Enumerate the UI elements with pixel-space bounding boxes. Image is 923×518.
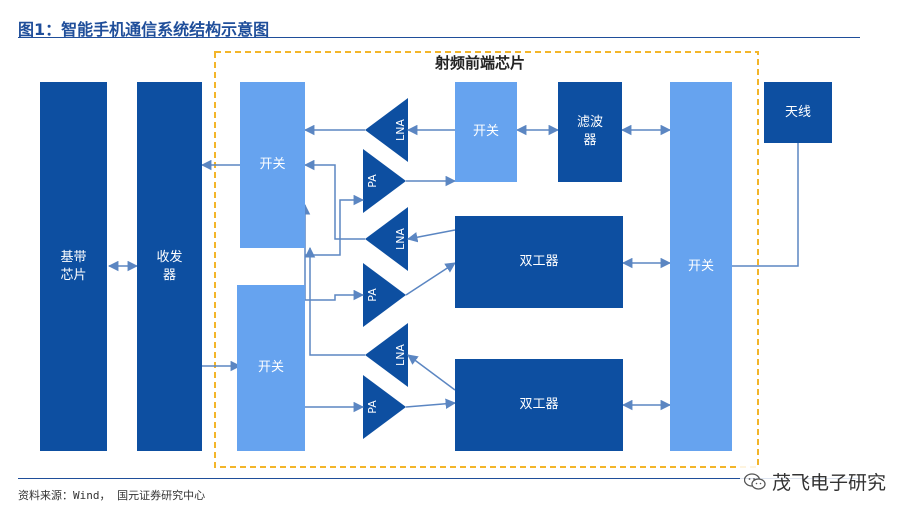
- duplexer-1-label: 双工器: [519, 254, 559, 270]
- duplexer-1: 双工器: [455, 216, 623, 308]
- switch-antenna-label: 开关: [687, 258, 714, 274]
- transceiver: 收发器: [137, 82, 202, 451]
- switch-top-label: 开关: [472, 124, 499, 140]
- link-duplexer2-lna3: [407, 354, 456, 391]
- watermark-text: 茂飞电子研究: [772, 472, 887, 494]
- link-pa3-duplexer2: [405, 398, 457, 410]
- baseband-chip: 基带芯片: [40, 82, 107, 451]
- switch-top: 开关: [455, 82, 517, 182]
- lna-amp-3: [365, 323, 408, 387]
- wechat-icon: [744, 472, 766, 490]
- duplexer-2: 双工器: [455, 359, 623, 451]
- antenna-label: 天线: [784, 104, 811, 120]
- pa-label-1: PA: [366, 174, 379, 188]
- filter-label-line2: 器: [583, 133, 597, 148]
- link-txswitch-pa2: [305, 289, 365, 301]
- link-txswitch-pa1-entry: [305, 194, 365, 256]
- link-lna2-rxswitch: [303, 159, 365, 240]
- transceiver-label-line1: 收发: [156, 249, 183, 265]
- source-note: 资料来源：Wind， 国元证券研究中心: [18, 489, 206, 502]
- switch-rx-label: 开关: [259, 157, 286, 173]
- pa-amp-2: [363, 263, 406, 327]
- duplexer-2-label: 双工器: [519, 397, 559, 413]
- filter: 滤波器: [558, 82, 622, 182]
- rf-frontend-label: 射频前端芯片: [434, 54, 525, 72]
- antenna: 天线: [764, 82, 832, 143]
- rf-frontend-boundary: [214, 51, 759, 468]
- lna-amp-2: [365, 207, 408, 271]
- filter-label-line1: 滤波: [576, 115, 603, 131]
- transceiver-label-line2: 器: [162, 267, 176, 283]
- link-lna3-rxswitch: [304, 246, 365, 356]
- figure-title: 图1：智能手机通信系统结构示意图: [18, 20, 270, 39]
- switch-rx: 开关: [240, 82, 305, 248]
- pa-amp-3: [363, 375, 406, 439]
- switch-tx-label: 开关: [257, 360, 284, 376]
- pa-label-2: PA: [366, 288, 379, 302]
- lna-label-3: LNA: [394, 344, 407, 366]
- watermark: 茂飞电子研究: [740, 466, 891, 497]
- pa-amp-1: [363, 149, 406, 213]
- pa-label-3: PA: [366, 400, 379, 414]
- switch-antenna: 开关: [670, 82, 732, 451]
- lna-label-1: LNA: [394, 119, 407, 141]
- baseband-label-line1: 基带: [60, 249, 87, 265]
- baseband-label-line2: 芯片: [60, 267, 87, 283]
- link-antswitch-antenna: [732, 143, 799, 267]
- lna-amp-1: [365, 98, 408, 162]
- switch-tx: 开关: [237, 285, 305, 451]
- link-pa2-duplexer1: [405, 262, 456, 296]
- footer-divider: [18, 478, 860, 479]
- lna-label-2: LNA: [394, 228, 407, 250]
- link-duplexer1-lna2: [406, 229, 456, 243]
- title-divider: [18, 37, 860, 38]
